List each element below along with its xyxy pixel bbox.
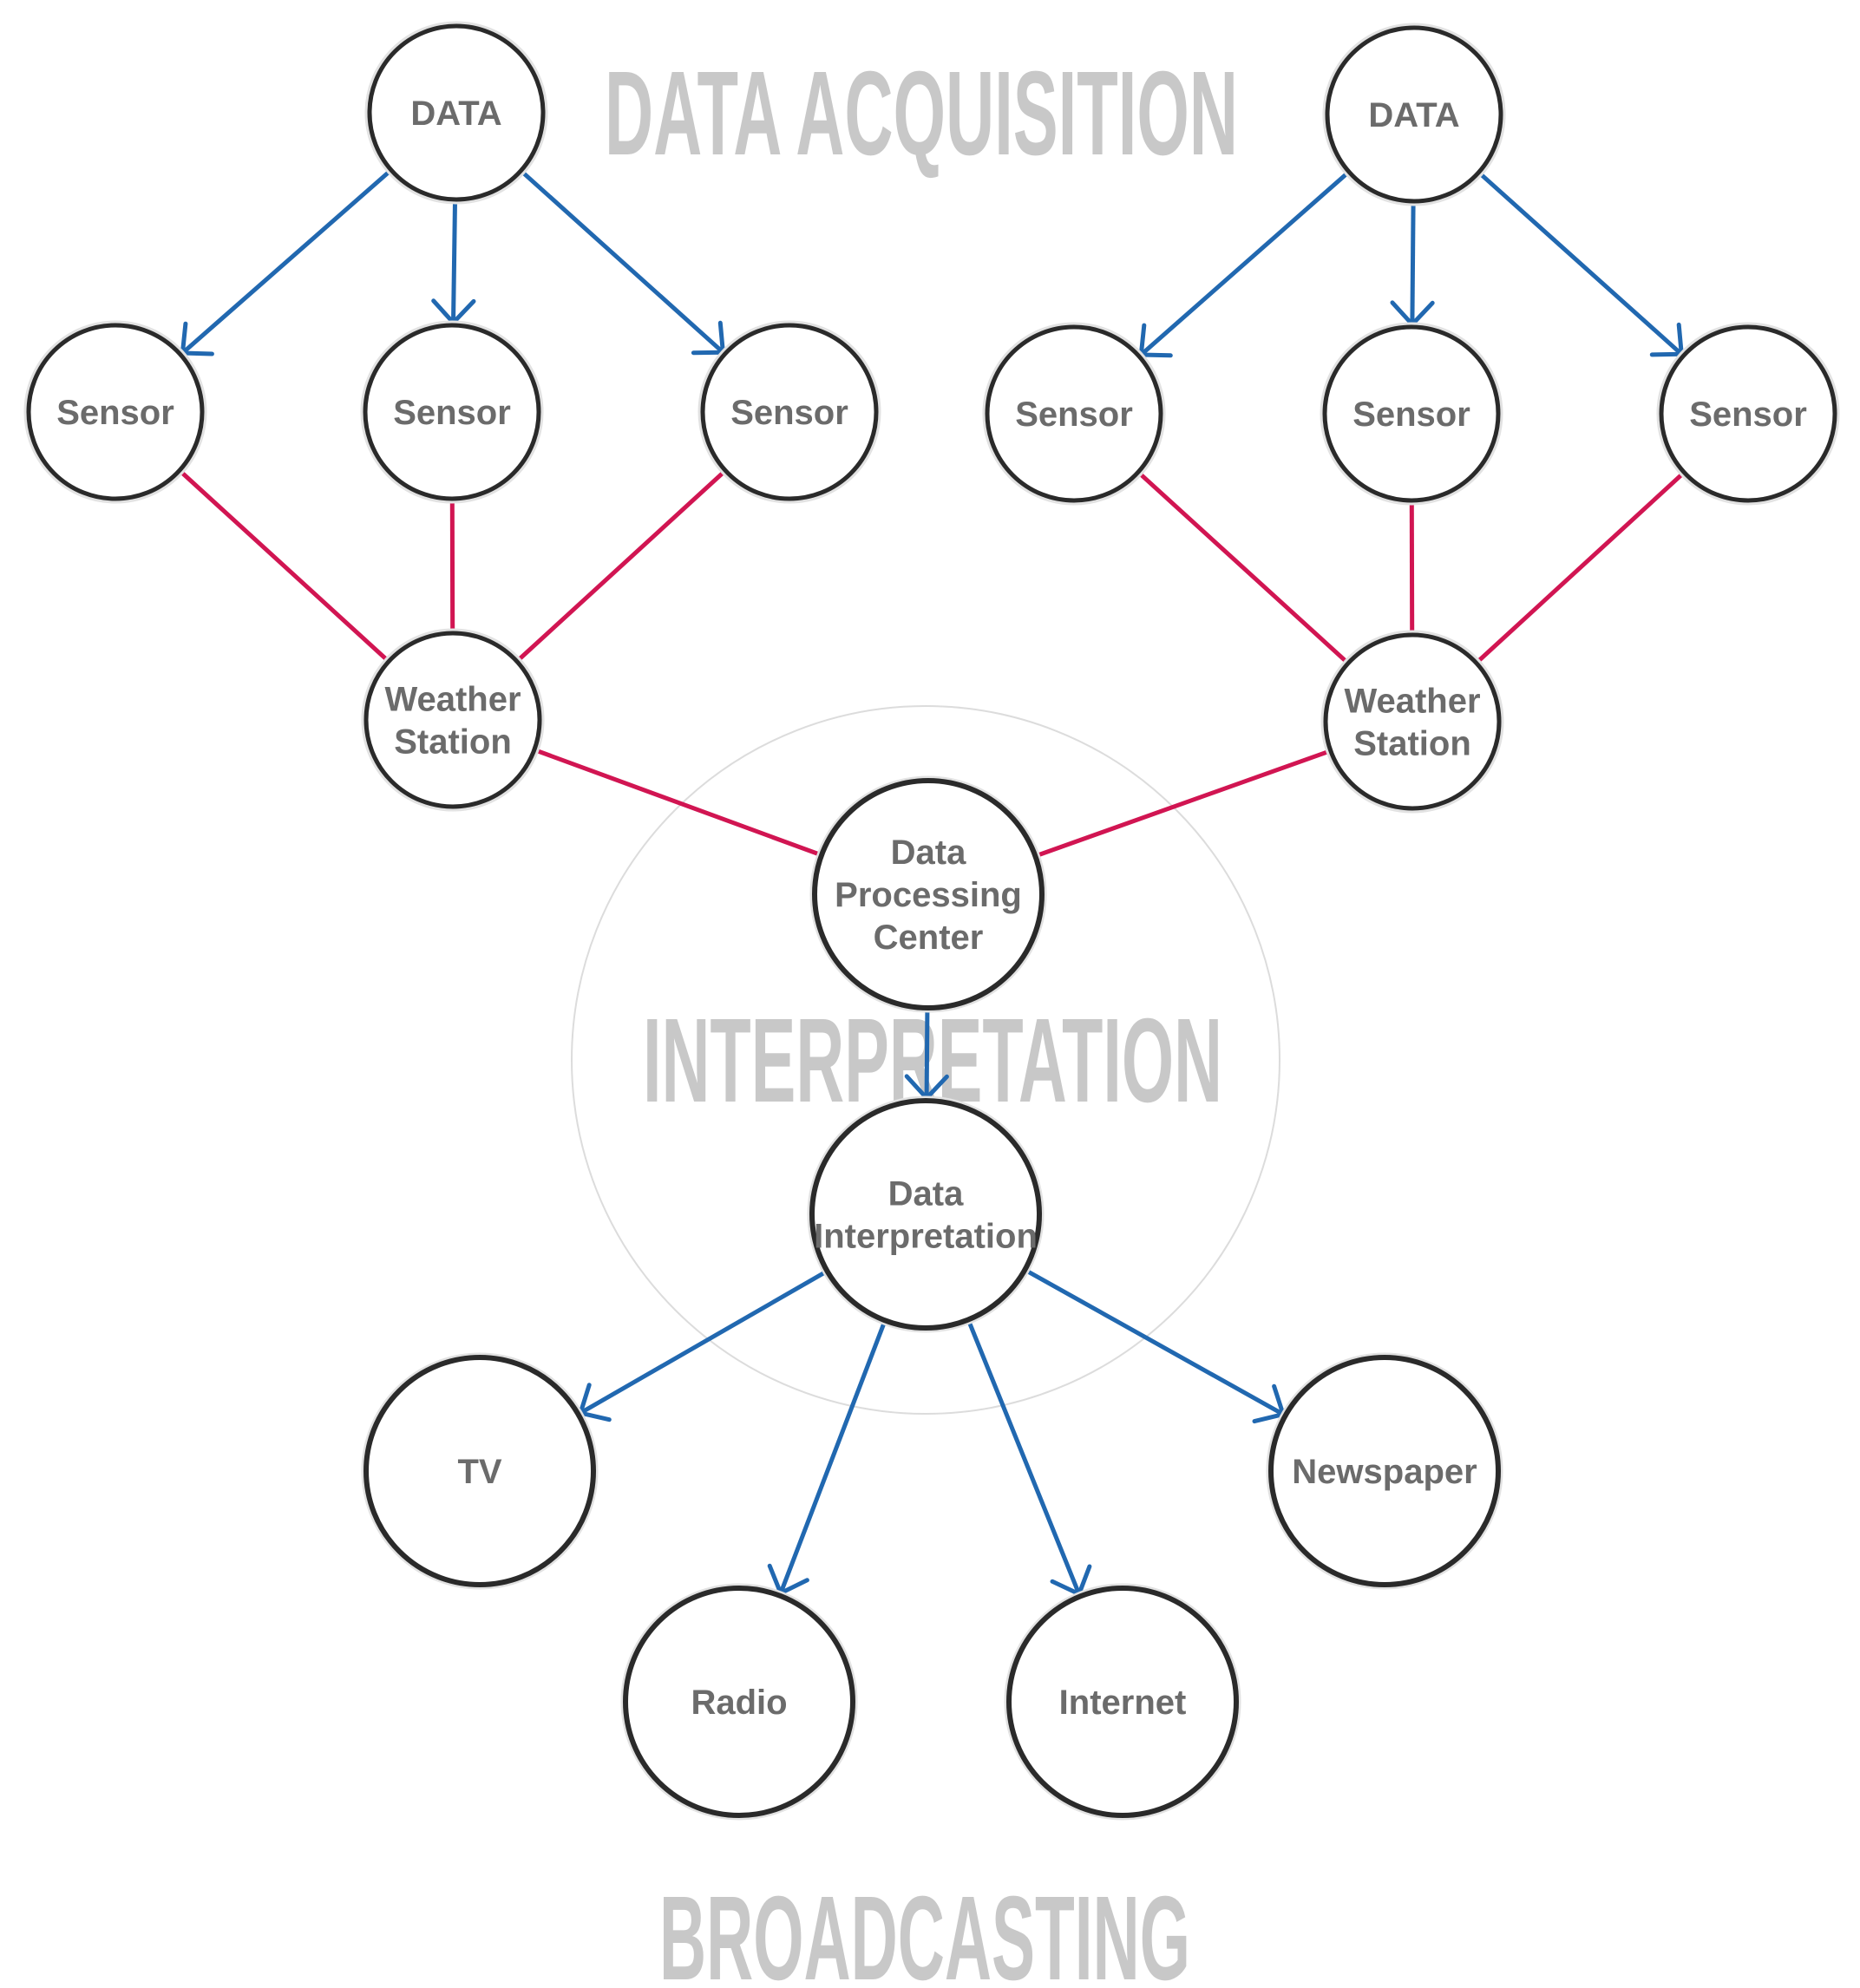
node-label: Station [1353, 725, 1471, 763]
node-label: Data [888, 1175, 964, 1213]
arrow-data_left-to-sensor_l1 [180, 170, 391, 356]
link-line [1037, 749, 1329, 858]
node-label: Sensor [393, 394, 511, 432]
arrow-data_left-to-sensor_l3 [521, 170, 725, 356]
node-circle [367, 23, 546, 202]
node-label: DATA [410, 95, 501, 133]
arrow-data_right-to-sensor_r2 [1390, 203, 1435, 327]
node-circle [1325, 25, 1503, 204]
node-label: Sensor [56, 394, 174, 432]
node-circle [1323, 632, 1502, 811]
node-label: Radio [691, 1684, 787, 1722]
node-radio: Radio [620, 1583, 858, 1821]
node-sensor-r1: Sensor [982, 322, 1166, 506]
node-circle [700, 323, 879, 501]
node-internet: Internet [1004, 1583, 1241, 1821]
node-circle [1268, 1355, 1501, 1587]
node-sensor-r2: Sensor [1320, 322, 1503, 506]
link-sensor_l1-to-station_left [180, 470, 389, 662]
node-tv: TV [361, 1352, 599, 1590]
node-label: Sensor [1015, 396, 1133, 434]
arrow-line [1139, 172, 1349, 356]
arrow-interpretation-to-radio [767, 1322, 887, 1596]
arrow-line [966, 1321, 1082, 1595]
node-label: TV [457, 1453, 501, 1491]
node-data-left: DATA [364, 21, 548, 205]
node-circle [363, 323, 541, 501]
link-sensor_r3-to-station_right [1477, 472, 1684, 664]
node-circle [1006, 1586, 1239, 1818]
arrow-interpretation-to-internet [966, 1321, 1092, 1597]
node-data-right: DATA [1322, 23, 1506, 206]
arrow-line [1025, 1269, 1285, 1416]
node-label: Sensor [1689, 396, 1807, 434]
link-sensor_l3-to-station_left [517, 470, 725, 662]
node-circle [363, 1355, 596, 1587]
node-sensor-l3: Sensor [698, 320, 881, 504]
node-label: Sensor [1352, 396, 1470, 434]
node-circle [812, 778, 1045, 1010]
arrow-line [579, 1270, 827, 1416]
arrow-line [1410, 203, 1416, 325]
node-label: Interpretation [814, 1218, 1038, 1256]
node-label: DATA [1368, 96, 1459, 134]
node-label: Internet [1059, 1684, 1187, 1722]
node-label: Weather [1344, 683, 1480, 721]
arrow-data_left-to-sensor_l2 [431, 201, 476, 325]
link-line [180, 470, 389, 662]
arrowhead-icon [1252, 1383, 1286, 1424]
arrow-line [451, 201, 457, 324]
node-sensor-l2: Sensor [360, 320, 544, 504]
node-newspaper: Newspaper [1266, 1352, 1503, 1590]
link-sensor_r1-to-station_right [1138, 472, 1348, 664]
node-circle [26, 323, 205, 501]
node-label: Center [874, 919, 984, 957]
node-circle [985, 324, 1163, 503]
node-sensor-r3: Sensor [1656, 322, 1840, 506]
interpretation-zone-ring [571, 705, 1280, 1415]
link-station_right-to-processing [1037, 749, 1329, 858]
node-label: Newspaper [1292, 1453, 1477, 1491]
nodes: DATA DATA Sensor Sensor Sensor Sensor Sensor Se… [23, 21, 1840, 1821]
arrow-line [778, 1322, 887, 1594]
arrow-line [1479, 172, 1683, 356]
arrow-line [521, 170, 725, 355]
node-label: Station [394, 723, 512, 762]
arrow-interpretation-to-newspaper [1025, 1269, 1286, 1424]
node-label: Data [891, 834, 966, 872]
link-line [517, 470, 725, 662]
node-circle [363, 631, 542, 809]
node-sensor-l1: Sensor [23, 320, 207, 504]
node-circle [809, 1098, 1042, 1331]
arrow-line [180, 170, 391, 355]
broadcasting-title: BROADCASTING [659, 1872, 1190, 1988]
node-label: Processing [835, 876, 1022, 914]
node-circle [1322, 324, 1501, 503]
arrow-data_right-to-sensor_r1 [1138, 172, 1349, 358]
link-line [535, 749, 821, 857]
node-label: Weather [384, 681, 521, 719]
node-circle [623, 1586, 855, 1818]
node-circle [1659, 324, 1837, 503]
link-line [1477, 472, 1684, 664]
link-line [1138, 472, 1348, 664]
link-station_left-to-processing [535, 749, 821, 857]
data-acquisition-title: DATA ACQUISITION [605, 47, 1238, 180]
node-label: Sensor [730, 394, 848, 432]
arrow-interpretation-to-tv [578, 1270, 827, 1422]
arrow-data_right-to-sensor_r3 [1479, 172, 1684, 357]
